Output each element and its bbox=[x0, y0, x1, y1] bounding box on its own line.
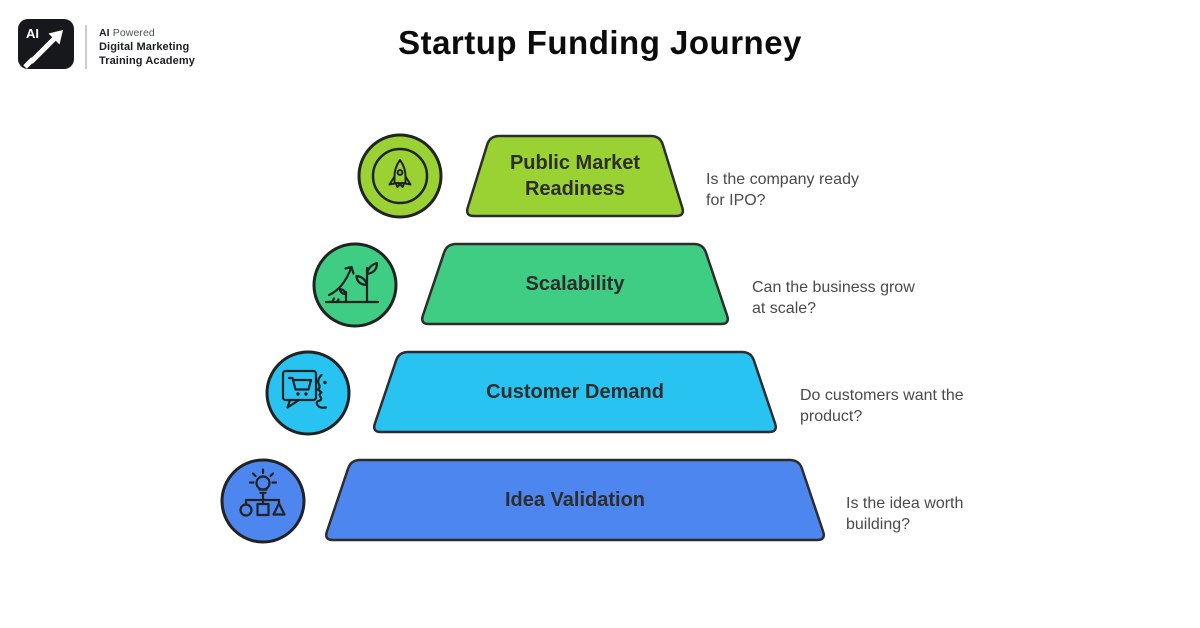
plant-growth-icon bbox=[312, 242, 398, 328]
brand-line2: Digital Marketing bbox=[99, 41, 190, 53]
idea-evaluation-icon bbox=[220, 458, 306, 544]
customer-chat-icon bbox=[265, 350, 351, 436]
page-title: Startup Funding Journey bbox=[398, 24, 802, 61]
brand-line3: Training Academy bbox=[99, 55, 195, 67]
brand-logo-badge: AI bbox=[18, 19, 74, 69]
logo-divider bbox=[85, 25, 87, 69]
brand-badge-text: AI bbox=[26, 26, 39, 41]
level-1-question: Is the company ready for IPO? bbox=[706, 171, 859, 209]
rocket-icon bbox=[357, 133, 443, 219]
level-4-question: Is the idea worth building? bbox=[846, 495, 964, 533]
pyramid-level-1-shape bbox=[465, 134, 685, 218]
pyramid-level-4-shape bbox=[324, 458, 826, 542]
arrow-icon bbox=[48, 30, 63, 45]
pyramid-level-2-shape bbox=[420, 242, 730, 326]
level-3-question: Do customers want the product? bbox=[800, 387, 964, 425]
brand-tagline: AI Powered bbox=[99, 27, 155, 39]
level-2-question: Can the business grow at scale? bbox=[752, 279, 915, 317]
brand-name: AI Powered Digital Marketing Training Ac… bbox=[99, 26, 195, 68]
pyramid-level-3-shape bbox=[372, 350, 778, 434]
